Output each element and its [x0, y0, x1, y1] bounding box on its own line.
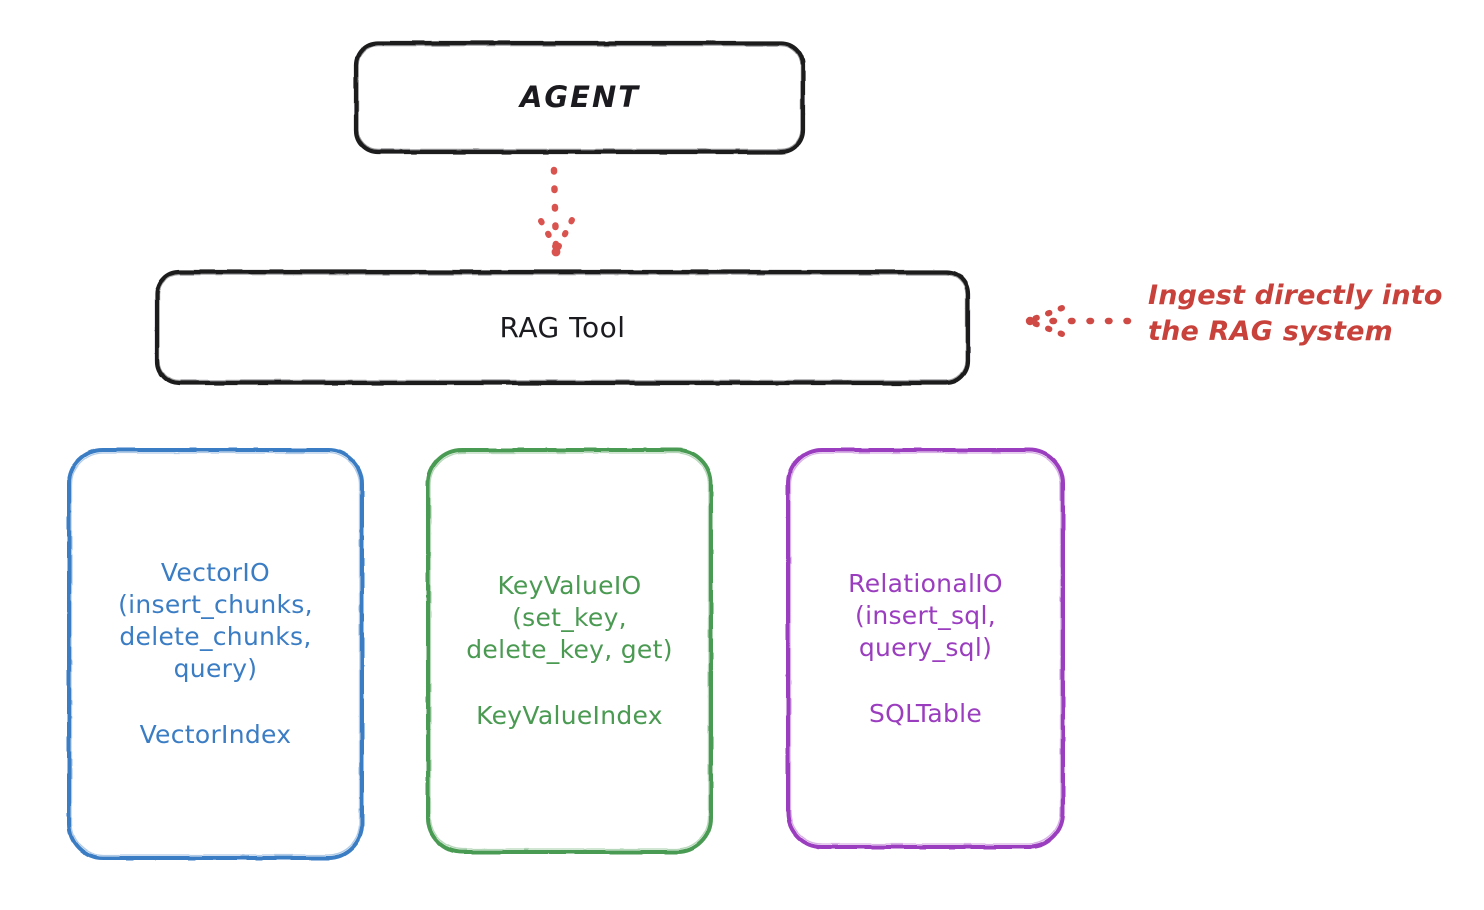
relational-io-api-label: RelationalIO (insert_sql, query_sql)	[848, 568, 1003, 662]
key-value-io-api-label: KeyValueIO (set_key, delete_key, get)	[466, 571, 673, 664]
ingest-note-arrow	[1025, 305, 1132, 337]
agent-node-label: AGENT	[519, 80, 641, 115]
rag-tool-node[interactable]: RAG Tool	[156, 271, 969, 384]
rag-tool-box-outline	[154, 269, 971, 386]
vector-io-box-outline	[67, 448, 364, 860]
key-value-io-node[interactable]: KeyValueIO (set_key, delete_key, get) Ke…	[427, 449, 712, 853]
vector-io-api-label: VectorIO (insert_chunks, delete_chunks, …	[118, 558, 313, 683]
rag-tool-node-label: RAG Tool	[499, 310, 626, 344]
relational-io-node[interactable]: RelationalIO (insert_sql, query_sql) SQL…	[787, 449, 1064, 848]
key-value-io-box-outline	[426, 448, 713, 854]
agent-box-outline	[353, 40, 806, 155]
relational-io-box-outline	[786, 448, 1065, 849]
agent-node[interactable]: AGENT	[355, 42, 805, 154]
ingest-note-text: Ingest directly into the RAG system	[1148, 280, 1443, 347]
key-value-index-label: KeyValueIndex	[476, 701, 663, 730]
vector-index-label: VectorIndex	[139, 720, 292, 749]
agent-to-rag-arrow	[538, 166, 575, 257]
vector-io-node[interactable]: VectorIO (insert_chunks, delete_chunks, …	[68, 449, 363, 859]
sql-table-label: SQLTable	[868, 698, 983, 728]
